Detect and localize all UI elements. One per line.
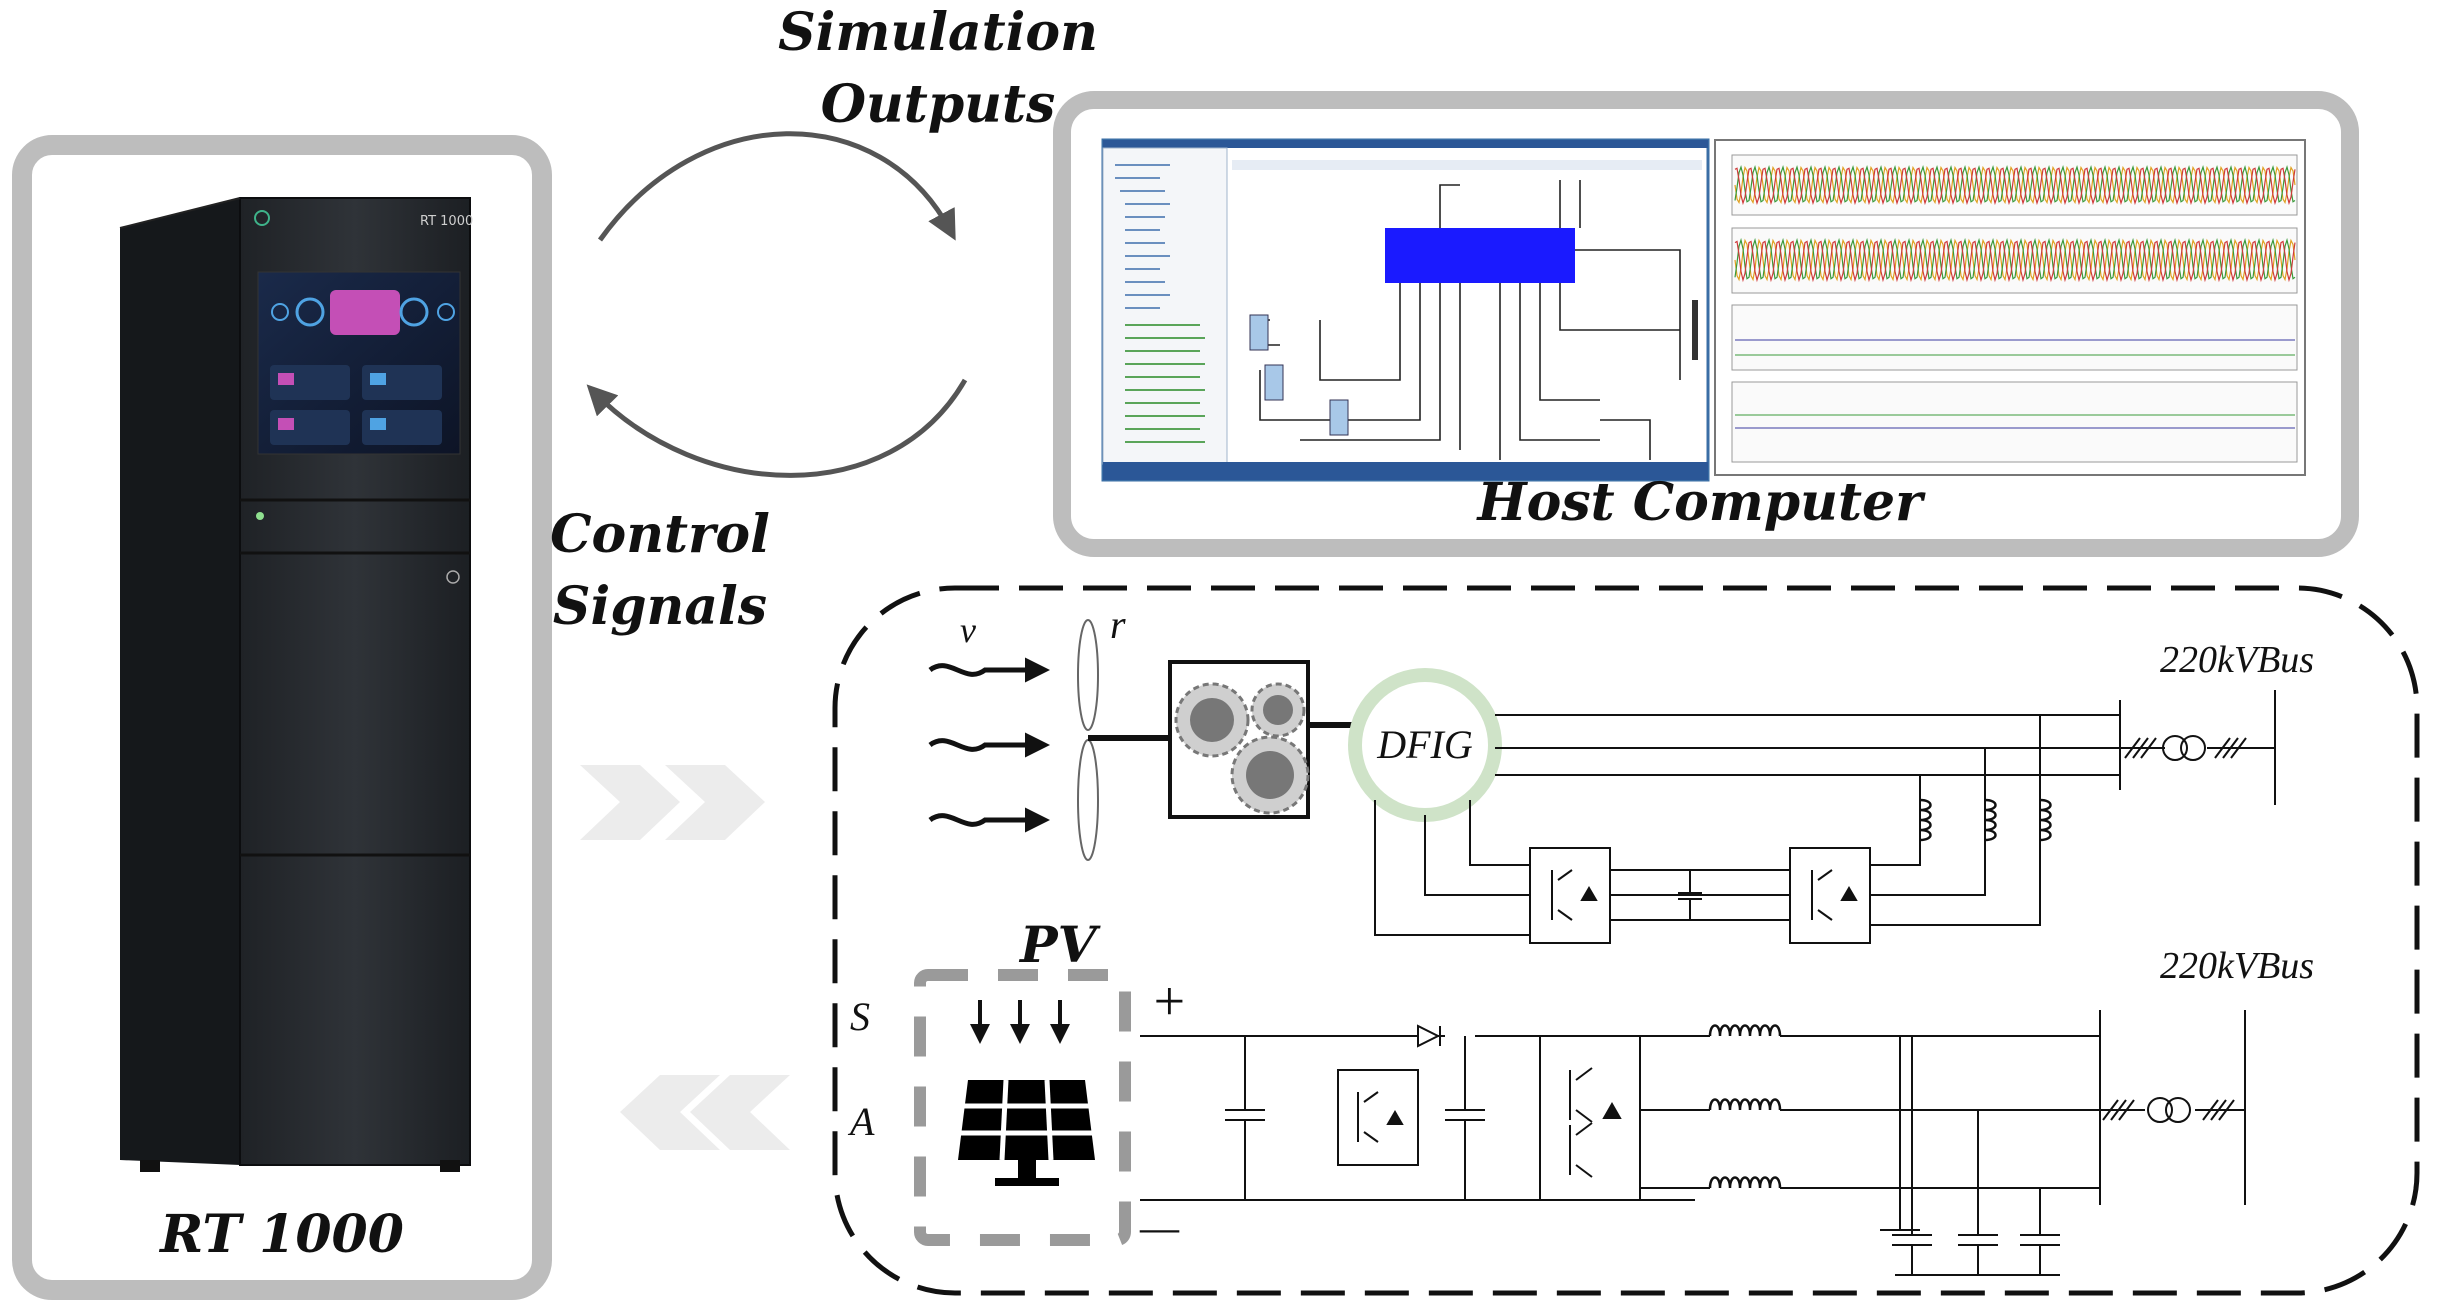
control-signals-label-2: Signals — [553, 576, 767, 637]
dc-minus-label: — — [1139, 1203, 1180, 1252]
diode-icon — [1417, 1024, 1441, 1048]
inductor-icon — [1708, 1024, 1782, 1189]
chevron-right-icon-1 — [580, 765, 680, 840]
dc-plus-label: + — [1150, 971, 1188, 1033]
simulation-outputs-label-2: Outputs — [821, 74, 1056, 135]
wind-turbine-section: v r DFIG — [928, 602, 2314, 944]
power-system-boundary — [832, 585, 2420, 1296]
pv-a-label: A — [847, 1099, 875, 1144]
simulation-outputs-arrow — [597, 131, 956, 242]
control-signals-label-1: Control — [550, 504, 770, 565]
control-signals-arrow — [586, 378, 968, 478]
wind-speed-label: v — [960, 610, 976, 650]
rack-status-led — [256, 512, 264, 520]
chevron-left-icon-2 — [690, 1075, 790, 1150]
pv-s-label: S — [850, 994, 870, 1039]
rack-logo-icon — [254, 210, 270, 226]
inductor-icon — [1919, 798, 2052, 842]
rack-touchscreen — [257, 271, 461, 455]
bus-top-label: 220kVBus — [2160, 639, 2314, 681]
communication-arrows: Simulation Outputs Control Signals — [550, 2, 1098, 637]
turbine-blade-upper — [1077, 619, 1099, 731]
chevron-left-icon-1 — [620, 1075, 720, 1150]
host-computer-panel: Host Computer — [1053, 91, 2359, 557]
turbine-blade-lower — [1077, 739, 1099, 861]
rack-power-button — [446, 570, 460, 584]
dfig-label: DFIG — [1376, 722, 1473, 767]
pv-section: PV S A + — — [847, 915, 2314, 1276]
rt1000-frame — [12, 135, 552, 1300]
host-computer-label: Host Computer — [1476, 472, 1927, 533]
transformer-icon — [2102, 1097, 2235, 1123]
chevron-right-icon-2 — [665, 765, 765, 840]
rack-brand-label: RT 1000 — [420, 214, 473, 229]
bus-bottom-label: 220kVBus — [2160, 945, 2314, 987]
host-model-block — [1385, 228, 1575, 283]
sunlight-arrows-icon — [970, 1000, 1070, 1044]
pv-label: PV — [1018, 915, 1102, 974]
host-computer-frame — [1053, 91, 2359, 557]
solar-panel-icon — [958, 1079, 1095, 1186]
pv-module-frame — [914, 969, 1131, 1246]
igbt-switch-icon — [1357, 1067, 1622, 1178]
simulation-outputs-label-1: Simulation — [778, 2, 1098, 63]
transformer-icon — [2124, 735, 2247, 761]
rack-cabinet: RT 1000 — [119, 197, 473, 1172]
host-software-screenshot — [1101, 138, 2306, 482]
flow-chevrons — [580, 765, 790, 1150]
gear-icon — [1174, 682, 1310, 815]
rt1000-panel: RT 1000 RT 1000 — [12, 135, 552, 1300]
rt1000-caption: RT 1000 — [158, 1204, 404, 1265]
igbt-switch-icon — [1551, 869, 1858, 921]
rotor-label: r — [1110, 602, 1126, 647]
